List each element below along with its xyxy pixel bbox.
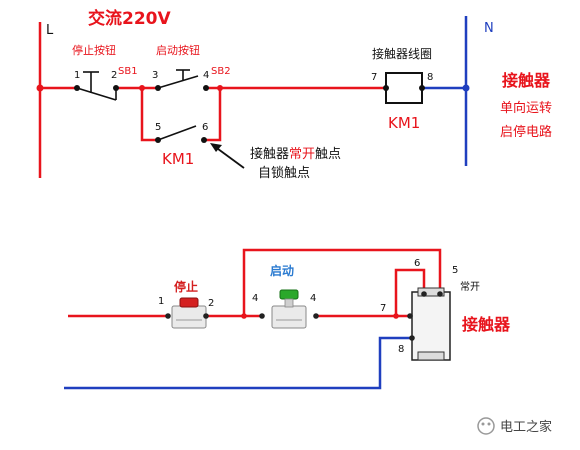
node-4: 4 bbox=[203, 70, 209, 81]
terminal-dots-bottom bbox=[165, 291, 443, 341]
contactor-device bbox=[411, 287, 451, 361]
bottom-node-6: 6 bbox=[414, 258, 420, 269]
node-5: 5 bbox=[155, 122, 161, 133]
bottom-node-5: 5 bbox=[452, 265, 458, 276]
bottom-node-1: 1 bbox=[158, 296, 164, 307]
node-6: 6 bbox=[202, 122, 208, 133]
stop-label: 停止 bbox=[174, 279, 198, 294]
supply-title: 交流220V bbox=[88, 8, 171, 29]
schematic-top: L N 交流220V 停止按钮 启动按钮 SB1 SB2 接触器线圈 KM1 K… bbox=[36, 8, 552, 181]
start-button-contact-sb2 bbox=[142, 69, 199, 90]
bottom-node-4b: 4 bbox=[310, 293, 316, 304]
rail-l-label: L bbox=[46, 23, 54, 38]
node-3: 3 bbox=[152, 70, 158, 81]
bottom-node-4a: 4 bbox=[252, 293, 258, 304]
side-title: 接触器 bbox=[502, 71, 551, 90]
wire-blue-neutral bbox=[64, 336, 412, 390]
sb1-label: SB1 bbox=[118, 66, 138, 77]
normally-open-label: 常开 bbox=[460, 280, 480, 293]
self-lock-contact-km1 bbox=[157, 125, 197, 141]
contact-note-line2: 自锁触点 bbox=[258, 165, 310, 181]
contact-note-line1: 接触器常开触点 bbox=[250, 146, 341, 162]
start-pushbutton bbox=[271, 289, 307, 329]
bottom-node-8: 8 bbox=[398, 344, 404, 355]
bottom-node-7: 7 bbox=[380, 303, 386, 314]
sb2-label: SB2 bbox=[211, 66, 231, 77]
node-8: 8 bbox=[427, 72, 433, 83]
watermark: 电工之家 bbox=[477, 417, 552, 435]
bottom-node-2: 2 bbox=[208, 298, 214, 309]
wire-branch-3-to-5 bbox=[140, 88, 158, 142]
node-1: 1 bbox=[74, 70, 80, 81]
contactor-label: 接触器 bbox=[462, 315, 511, 334]
wire-branch-6-to-4 bbox=[204, 88, 222, 142]
coil-label: 接触器线圈 bbox=[372, 46, 432, 61]
stop-button-label: 停止按钮 bbox=[72, 43, 116, 57]
node-7: 7 bbox=[371, 72, 377, 83]
km1-contact-label: KM1 bbox=[162, 150, 194, 168]
wire-red-6 bbox=[394, 268, 426, 316]
node-numbers-top: 1 2 3 4 5 6 7 8 bbox=[74, 70, 433, 133]
stop-pushbutton bbox=[171, 297, 207, 329]
node-numbers-bottom: 1 2 4 4 5 6 7 8 bbox=[158, 258, 458, 355]
wire-red-selflock-top bbox=[242, 248, 442, 316]
start-button-label: 启动按钮 bbox=[156, 43, 200, 57]
contactor-coil-km1 bbox=[385, 72, 423, 104]
pointer-arrow bbox=[210, 143, 245, 169]
km1-coil-label: KM1 bbox=[388, 114, 420, 132]
start-label: 启动 bbox=[270, 263, 294, 278]
side-line2: 启停电路 bbox=[500, 124, 552, 140]
junction-dots-top bbox=[36, 84, 470, 143]
node-2: 2 bbox=[111, 70, 117, 81]
watermark-icon bbox=[477, 417, 495, 435]
rail-n-label: N bbox=[484, 21, 494, 36]
wiring-pictorial-bottom: 停止 启动 接触器 常开 1 2 4 4 5 6 7 8 bbox=[64, 248, 511, 390]
side-line1: 单向运转 bbox=[500, 100, 552, 116]
watermark-text: 电工之家 bbox=[500, 419, 552, 435]
